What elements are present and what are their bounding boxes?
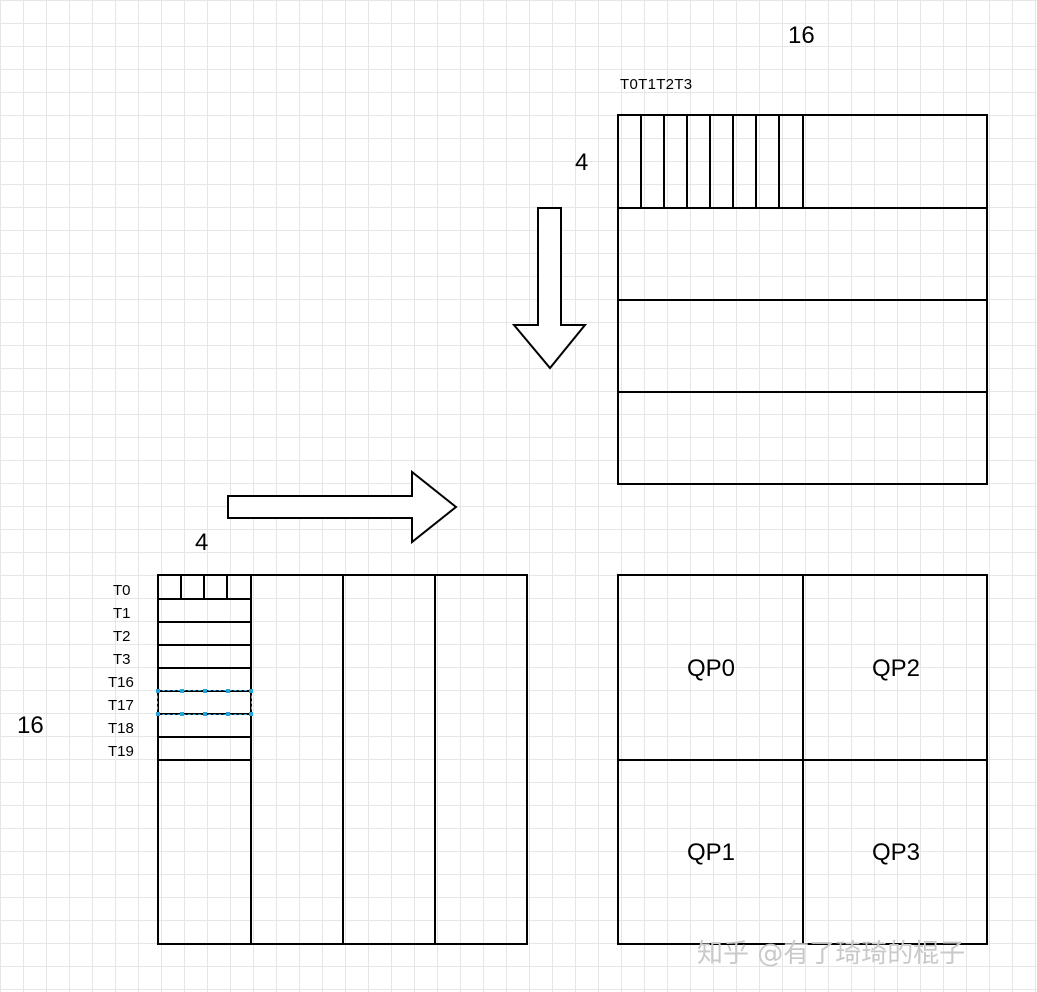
- selection-handle[interactable]: [226, 689, 230, 693]
- top-matrix-column-divider: [686, 116, 688, 207]
- left-matrix-row-divider: [159, 667, 250, 669]
- left-matrix-cell-divider: [203, 576, 205, 598]
- top-matrix-column-divider: [709, 116, 711, 207]
- left-matrix-row-divider: [159, 644, 250, 646]
- left-matrix-column-divider: [434, 576, 436, 943]
- thread-label: T0: [113, 582, 131, 599]
- top-matrix-column-divider: [802, 116, 804, 207]
- left-matrix-width-label: 4: [195, 529, 209, 556]
- top-matrix-column-divider: [640, 116, 642, 207]
- top-matrix[interactable]: [617, 114, 988, 485]
- quadrant-qp1: QP1: [686, 839, 736, 866]
- thread-label: T16: [108, 674, 134, 691]
- top-matrix-row-divider: [619, 391, 986, 393]
- selection-handle[interactable]: [203, 689, 207, 693]
- right-arrow-icon[interactable]: [224, 467, 464, 547]
- left-matrix-column-divider: [250, 576, 252, 943]
- thread-label: T3: [113, 651, 131, 668]
- down-arrow-icon[interactable]: [510, 205, 590, 375]
- selection-handle[interactable]: [226, 712, 230, 716]
- left-matrix-row-divider: [159, 621, 250, 623]
- quadrant-qp2: QP2: [871, 655, 921, 682]
- thread-label: T1: [113, 605, 131, 622]
- selection-handle[interactable]: [180, 689, 184, 693]
- thread-label: T18: [108, 720, 134, 737]
- top-matrix-width-label: 16: [788, 22, 815, 49]
- left-matrix-row-divider: [159, 598, 250, 600]
- thread-label: T2: [113, 628, 131, 645]
- selection-handle[interactable]: [249, 712, 253, 716]
- quadrant-matrix[interactable]: QP0 QP2 QP1 QP3: [617, 574, 988, 945]
- selection-handle[interactable]: [156, 689, 160, 693]
- top-matrix-column-divider: [732, 116, 734, 207]
- selection-handle[interactable]: [180, 712, 184, 716]
- selection-handle[interactable]: [203, 712, 207, 716]
- left-matrix-row-divider: [159, 759, 250, 761]
- top-matrix-height-label: 4: [575, 149, 589, 176]
- top-matrix-column-divider: [755, 116, 757, 207]
- watermark: 知乎 @有了琦琦的棍子: [697, 939, 966, 969]
- left-matrix-cell-divider: [226, 576, 228, 598]
- quadrant-qp0: QP0: [686, 655, 736, 682]
- thread-label: T19: [108, 743, 134, 760]
- top-matrix-row-divider: [619, 299, 986, 301]
- thread-label: T17: [108, 697, 134, 714]
- left-matrix-column-divider: [342, 576, 344, 943]
- left-matrix[interactable]: [157, 574, 528, 945]
- top-matrix-thread-header: T0T1T2T3: [620, 76, 693, 93]
- top-matrix-row-divider: [619, 207, 986, 209]
- top-matrix-column-divider: [778, 116, 780, 207]
- top-matrix-column-divider: [663, 116, 665, 207]
- left-matrix-height-label: 16: [17, 712, 44, 739]
- quadrant-qp3: QP3: [871, 839, 921, 866]
- quadrant-divider-horizontal: [619, 759, 986, 761]
- left-matrix-cell-divider: [180, 576, 182, 598]
- left-matrix-row-divider: [159, 736, 250, 738]
- selection-handle[interactable]: [249, 689, 253, 693]
- selection-handle[interactable]: [156, 712, 160, 716]
